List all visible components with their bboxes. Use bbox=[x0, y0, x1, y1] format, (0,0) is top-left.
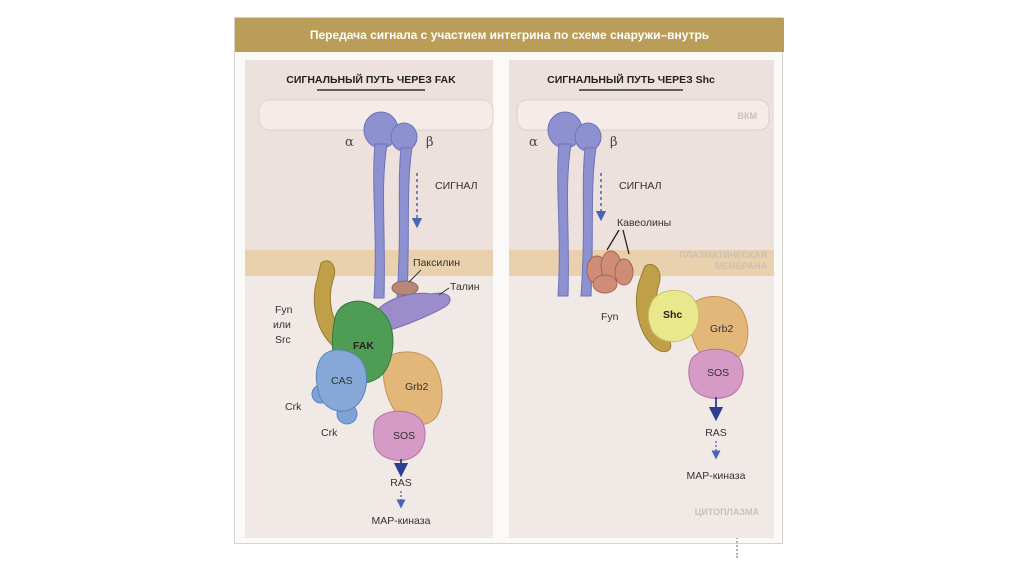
left-paxillin-label: Паксилин bbox=[413, 257, 460, 269]
left-integrin-beta-head bbox=[391, 123, 417, 151]
right-membrane-label-1: ПЛАЗМАТИЧЕСКАЯ bbox=[679, 250, 767, 260]
right-beta-label: β bbox=[610, 135, 618, 150]
figure: Передача сигнала с участием интегрина по… bbox=[234, 17, 783, 544]
right-sos-label: SOS bbox=[707, 367, 729, 379]
left-panel: СИГНАЛЬНЫЙ ПУТЬ ЧЕРЕЗ FAK α β СИГНАЛ Пак… bbox=[245, 60, 493, 538]
left-crk-label-2: Crk bbox=[321, 427, 338, 439]
right-alpha-label: α bbox=[529, 135, 538, 150]
left-crk-label-1: Crk bbox=[285, 401, 302, 413]
right-caveolin-4 bbox=[593, 275, 617, 293]
left-sos-label: SOS bbox=[393, 430, 415, 442]
right-shc-label: Shc bbox=[663, 309, 682, 321]
left-fyn-label-2: или bbox=[273, 319, 291, 331]
left-panel-heading: СИГНАЛЬНЫЙ ПУТЬ ЧЕРЕЗ FAK bbox=[286, 73, 456, 86]
right-panel-heading: СИГНАЛЬНЫЙ ПУТЬ ЧЕРЕЗ Shc bbox=[547, 73, 715, 86]
left-fyn-label-1: Fyn bbox=[275, 304, 293, 316]
right-signal-label: СИГНАЛ bbox=[619, 180, 662, 192]
right-integrin-beta-head bbox=[575, 123, 601, 151]
right-panel: ВКМ СИГНАЛЬНЫЙ ПУТЬ ЧЕРЕЗ Shc α β СИГНАЛ bbox=[509, 60, 774, 538]
right-caveolins-label: Кавеолины bbox=[617, 217, 671, 229]
left-ras-label: RAS bbox=[390, 477, 412, 489]
right-map-kinase-label: МАР-киназа bbox=[687, 470, 746, 482]
left-talin-label: Талин bbox=[450, 281, 480, 293]
left-fyn-label-3: Src bbox=[275, 334, 291, 346]
left-beta-label: β bbox=[426, 135, 434, 150]
left-map-kinase-label: МАР-киназа bbox=[372, 515, 431, 527]
left-cas-label: CAS bbox=[331, 375, 353, 387]
right-cytoplasm-label: ЦИТОПЛАЗМА bbox=[695, 507, 760, 517]
right-grb2-label: Grb2 bbox=[710, 323, 734, 335]
right-fyn-label: Fyn bbox=[601, 311, 619, 323]
left-grb2-label: Grb2 bbox=[405, 381, 429, 393]
left-paxillin-shape bbox=[392, 281, 418, 295]
diagram: СИГНАЛЬНЫЙ ПУТЬ ЧЕРЕЗ FAK α β СИГНАЛ Пак… bbox=[235, 18, 784, 545]
right-membrane-label-2: МЕМБРАНА bbox=[715, 261, 768, 271]
right-ras-label: RAS bbox=[705, 427, 727, 439]
right-caveolin-3 bbox=[615, 259, 633, 285]
right-ecm-label: ВКМ bbox=[738, 111, 758, 121]
left-fak-label: FAK bbox=[353, 340, 374, 352]
left-signal-label: СИГНАЛ bbox=[435, 180, 478, 192]
left-alpha-label: α bbox=[345, 135, 354, 150]
